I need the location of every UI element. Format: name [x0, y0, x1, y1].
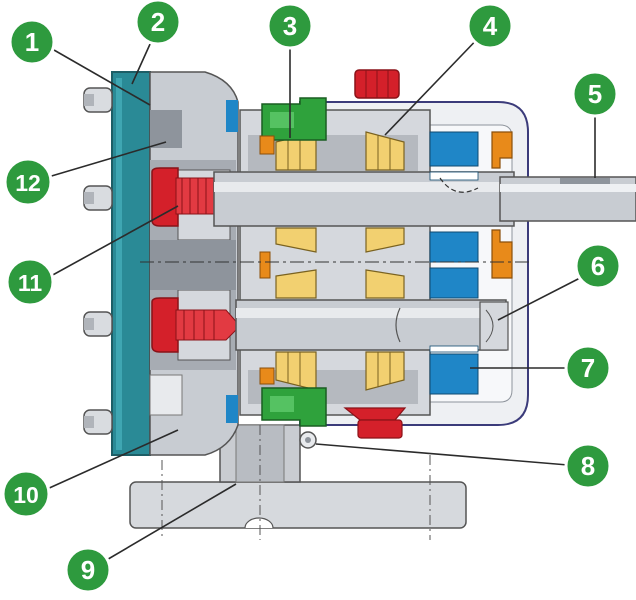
callout-2: 2 — [134, 0, 182, 46]
callout-9-label: 9 — [81, 555, 95, 585]
callout-3-label: 3 — [283, 11, 297, 41]
bearing-mid-upper-left — [275, 227, 317, 253]
callout-2-label: 2 — [151, 7, 165, 37]
timing-gears — [429, 131, 479, 395]
callout-9: 9 — [64, 546, 112, 594]
callout-markers: 1 2 3 4 5 6 7 8 9 10 11 12 — [1, 0, 622, 594]
leader-8 — [315, 443, 569, 466]
callout-6-label: 6 — [591, 251, 605, 281]
callout-12: 12 — [3, 157, 53, 207]
callout-10-label: 10 — [13, 482, 39, 508]
callout-5: 5 — [571, 70, 619, 118]
fill-plug-top — [354, 69, 400, 99]
callout-6: 6 — [574, 242, 622, 290]
bearing-lower-right — [365, 351, 405, 391]
bearing-mid-lower-right — [365, 269, 405, 299]
leader-12 — [37, 141, 167, 181]
callout-7: 7 — [564, 344, 612, 392]
leader-6 — [497, 277, 581, 321]
bolt-4 — [83, 409, 113, 435]
callout-11: 11 — [5, 257, 55, 307]
callout-8: 8 — [564, 442, 612, 490]
rotor-nut-lower — [151, 297, 241, 353]
leader-11 — [39, 205, 179, 283]
oil-level-indicator — [299, 431, 317, 449]
bolt-3 — [83, 311, 113, 337]
callout-4-label: 4 — [483, 11, 498, 41]
leader-1 — [39, 41, 151, 106]
leader-lines — [35, 21, 596, 566]
drain-plug-bottom — [343, 407, 407, 439]
orange-spacers — [259, 131, 513, 385]
callout-1-label: 1 — [25, 27, 39, 57]
driven-shaft — [235, 299, 507, 351]
callout-8-label: 8 — [581, 451, 595, 481]
bolt-1 — [83, 87, 113, 113]
bearing-mid-lower-left — [275, 269, 317, 299]
callout-5-label: 5 — [588, 79, 602, 109]
front-cover — [111, 71, 151, 456]
callout-10: 10 — [1, 469, 51, 519]
drive-shaft — [213, 171, 636, 227]
leader-9 — [97, 483, 237, 566]
callout-3: 3 — [266, 2, 314, 50]
callout-1: 1 — [8, 18, 56, 66]
bearing-mid-upper-right — [365, 227, 405, 253]
cover-bolts — [83, 87, 113, 435]
seal-housing-lower — [261, 387, 327, 427]
shaft-end-key — [479, 301, 509, 351]
callout-7-label: 7 — [581, 353, 595, 383]
leader-10 — [35, 429, 179, 495]
bearing-upper-right — [365, 131, 405, 171]
callout-4: 4 — [466, 2, 514, 50]
seal-housing-upper — [261, 97, 327, 141]
leader-4 — [384, 29, 487, 136]
bolt-2 — [83, 185, 113, 211]
callout-12-label: 12 — [15, 170, 41, 196]
callout-11-label: 11 — [18, 270, 43, 296]
